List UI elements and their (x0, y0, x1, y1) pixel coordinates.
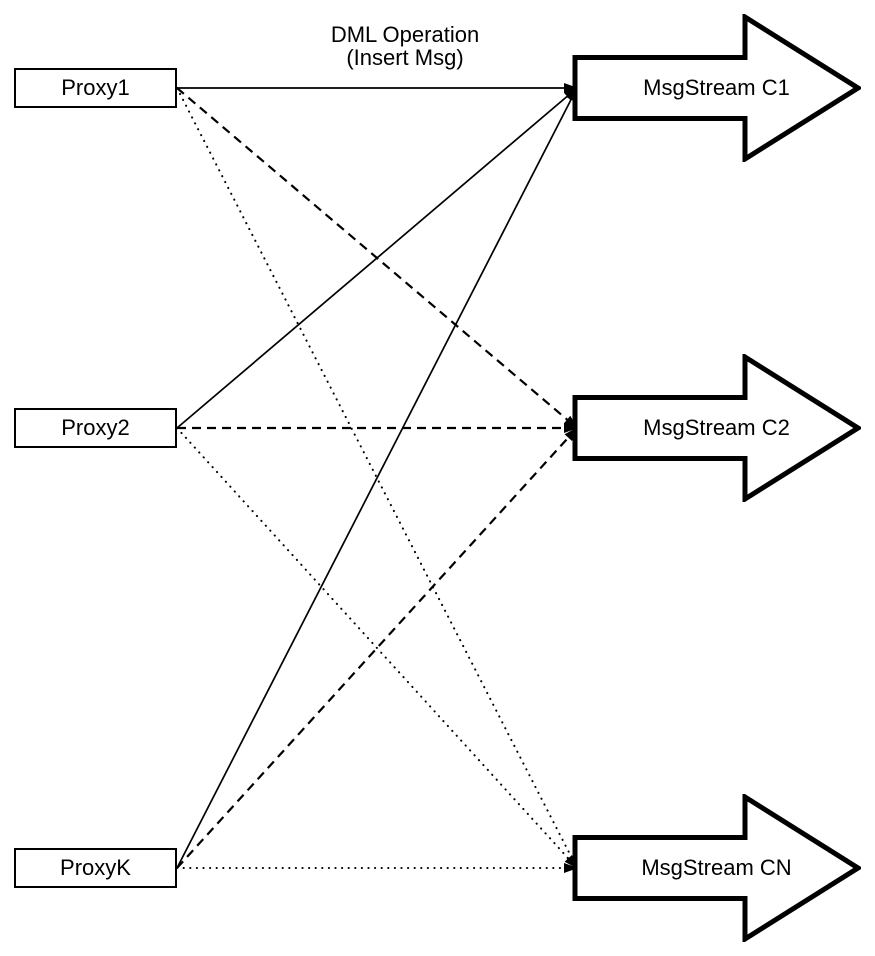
msgstream-c2-node: MsgStream C2 (572, 354, 861, 502)
edge-proxyk-c1 (176, 87, 578, 869)
edge-proxy2-cn (176, 427, 578, 869)
block-arrow-icon (572, 354, 861, 502)
title-line-2: (Insert Msg) (346, 45, 464, 70)
msgstream-cn-node: MsgStream CN (572, 794, 861, 942)
block-arrow-icon (572, 14, 861, 162)
title-line-1: DML Operation (330, 22, 480, 47)
proxy2-node: Proxy2 (14, 408, 177, 448)
edge-proxy1-c2 (176, 87, 578, 429)
proxy1-label: Proxy1 (61, 75, 130, 100)
block-arrow-shape (572, 14, 861, 162)
edge-group (176, 83, 578, 873)
msgstream-cn-label: MsgStream CN (641, 855, 792, 880)
proxy1-node: Proxy1 (14, 68, 177, 108)
diagram-title: DML Operation (Insert Msg) (331, 23, 479, 69)
msgstream-c1-node: MsgStream C1 (572, 14, 861, 162)
proxyk-node: ProxyK (14, 848, 177, 888)
msgstream-c1-label: MsgStream C1 (643, 75, 790, 100)
proxyk-label: ProxyK (60, 855, 131, 880)
block-arrow-shape (572, 354, 861, 502)
proxy2-label: Proxy2 (61, 415, 130, 440)
edge-proxy1-cn (176, 87, 578, 869)
msgstream-c2-label: MsgStream C2 (643, 415, 790, 440)
block-arrow-shape (572, 794, 861, 942)
block-arrow-icon (572, 794, 861, 942)
edge-proxyk-c2 (176, 427, 578, 869)
